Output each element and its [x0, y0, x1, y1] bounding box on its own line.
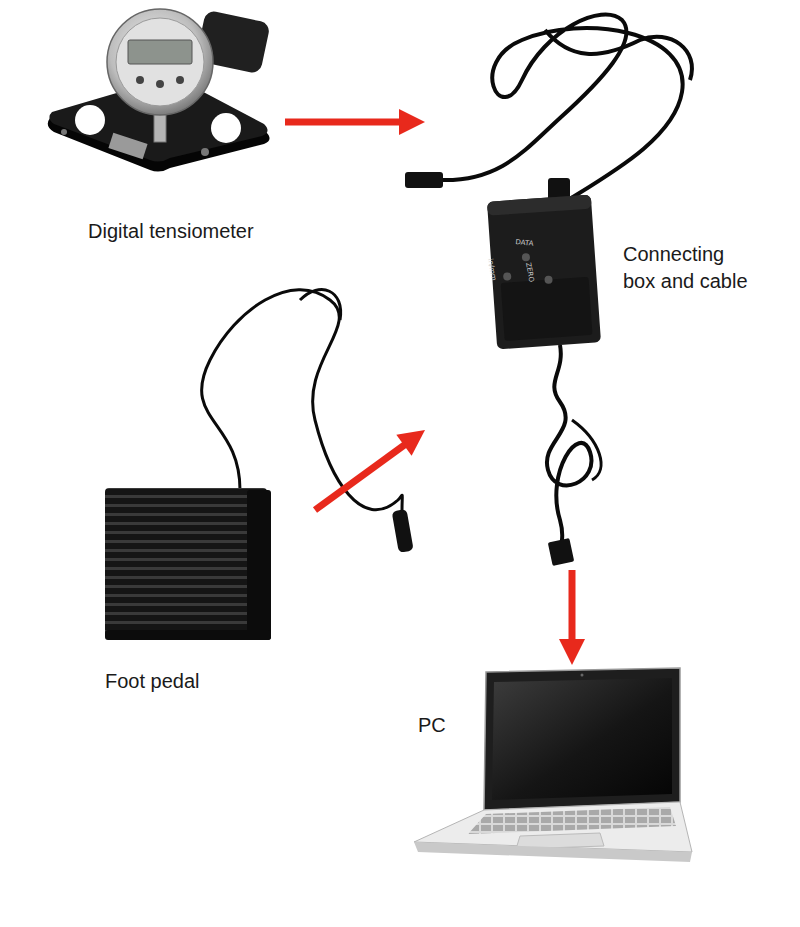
plate-screw — [61, 129, 67, 135]
laptop-keyboard — [468, 807, 676, 834]
pedal-cable — [300, 290, 341, 320]
arrow-head — [559, 639, 585, 665]
box-panel — [501, 277, 593, 341]
plate-hole — [75, 105, 105, 135]
arrow-shaft — [315, 444, 406, 510]
gauge-bezel — [107, 9, 213, 115]
device-caption: Foot pedal — [105, 668, 285, 695]
laptop-front-edge — [414, 842, 692, 862]
flow-arrow — [315, 430, 425, 510]
arrow-shaft — [569, 570, 576, 641]
cable — [547, 345, 592, 548]
box-cap — [487, 195, 592, 216]
pedal-connector — [392, 509, 414, 553]
tensiometer-illustration — [48, 9, 271, 172]
box-led — [522, 253, 531, 262]
pedal-base — [105, 630, 271, 640]
laptop-illustration — [414, 668, 692, 862]
device-node: Foot pedal — [95, 275, 315, 695]
arrow-head — [399, 109, 425, 135]
connecting-box — [487, 195, 601, 350]
device-caption: Connecting box and cable — [623, 241, 748, 295]
usb-plug — [548, 538, 575, 566]
box-led — [503, 272, 512, 281]
cable-plug — [405, 172, 443, 188]
device-caption: PC — [418, 712, 478, 739]
gauge-button — [176, 76, 184, 84]
cable — [572, 420, 601, 480]
plate-hole — [211, 113, 241, 143]
device-node: Connecting box and cable — [425, 0, 770, 570]
device-caption: Digital tensiometer — [88, 218, 308, 245]
pedal-body — [105, 488, 267, 638]
flow-arrow — [559, 570, 585, 665]
plate-screw — [201, 148, 209, 156]
laptop-lid — [484, 668, 680, 810]
device-node: PC — [405, 665, 690, 880]
gauge-face — [116, 18, 204, 106]
foot-pedal-illustration — [105, 290, 414, 640]
gauge-button — [136, 76, 144, 84]
laptop-screen — [492, 678, 672, 800]
arrow-head — [396, 430, 425, 456]
flow-arrow — [285, 109, 425, 135]
gauge-button — [156, 80, 164, 88]
pedal-cable — [202, 290, 403, 512]
pedal-side — [247, 490, 271, 640]
cable — [545, 30, 692, 80]
laptop-camera — [581, 674, 584, 677]
gauge-lcd — [128, 40, 192, 64]
arrow-shaft — [285, 119, 401, 126]
device-node: Digital tensiometer — [40, 5, 285, 245]
clamp-block — [108, 133, 147, 159]
box-led — [544, 275, 553, 284]
